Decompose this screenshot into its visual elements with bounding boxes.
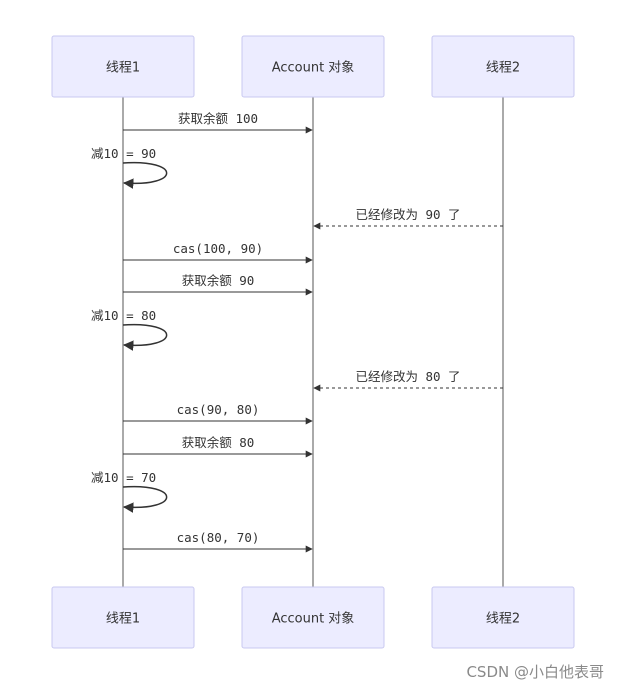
message-4: cas(100, 90) bbox=[123, 241, 313, 264]
message-11: cas(80, 70) bbox=[123, 530, 313, 553]
actor-acc-bottom: Account 对象 bbox=[241, 586, 385, 649]
actor-acc-top: Account 对象 bbox=[241, 35, 385, 98]
message-2: 减10 = 90 bbox=[91, 146, 168, 189]
message-8: cas(90, 80) bbox=[123, 402, 313, 425]
self-message-label: 减10 = 80 bbox=[91, 308, 156, 323]
actor-box bbox=[51, 586, 195, 649]
actors-bottom: 线程1 Account 对象 线程2 bbox=[51, 586, 575, 649]
self-message-label: 减10 = 90 bbox=[91, 146, 156, 161]
message-10: 减10 = 70 bbox=[91, 470, 168, 513]
actor-label: 线程2 bbox=[486, 612, 520, 627]
actor-label: Account 对象 bbox=[272, 612, 355, 627]
message-5: 获取余额 90 bbox=[123, 273, 313, 296]
self-loop-arrow bbox=[122, 161, 168, 189]
actor-t2-bottom: 线程2 bbox=[431, 586, 575, 649]
message-label: 已经修改为 90 了 bbox=[355, 207, 460, 222]
message-label: cas(80, 70) bbox=[177, 530, 260, 545]
self-message-label: 减10 = 70 bbox=[91, 470, 156, 485]
actor-t2-top: 线程2 bbox=[431, 35, 575, 98]
message-label: 获取余额 80 bbox=[182, 435, 255, 450]
self-loop-arrow bbox=[122, 323, 168, 351]
actor-t1-bottom: 线程1 bbox=[51, 586, 195, 649]
watermark: CSDN @小白他表哥 bbox=[466, 663, 604, 681]
self-loop-arrow bbox=[122, 485, 168, 513]
actor-label: 线程2 bbox=[486, 61, 520, 76]
message-1: 获取余额 100 bbox=[123, 111, 313, 134]
message-label: 获取余额 90 bbox=[182, 273, 255, 288]
message-label: 已经修改为 80 了 bbox=[355, 369, 460, 384]
message-label: cas(90, 80) bbox=[177, 402, 260, 417]
message-6: 减10 = 80 bbox=[91, 308, 168, 351]
message-9: 获取余额 80 bbox=[123, 435, 313, 458]
actors-top: 线程1 Account 对象 线程2 bbox=[51, 35, 575, 98]
messages: 获取余额 100 减10 = 90 已经修改为 90 了 cas(100, 90) 获取… bbox=[91, 111, 503, 553]
message-label: 获取余额 100 bbox=[178, 111, 258, 126]
message-7: 已经修改为 80 了 bbox=[313, 369, 503, 392]
lifelines bbox=[122, 97, 504, 587]
actor-box bbox=[241, 35, 385, 98]
actor-box bbox=[431, 586, 575, 649]
actor-label: Account 对象 bbox=[272, 61, 355, 76]
actor-t1-top: 线程1 bbox=[51, 35, 195, 98]
message-3: 已经修改为 90 了 bbox=[313, 207, 503, 230]
actor-label: 线程1 bbox=[106, 61, 140, 76]
message-label: cas(100, 90) bbox=[173, 241, 263, 256]
actor-box bbox=[431, 35, 575, 98]
actor-box bbox=[51, 35, 195, 98]
actor-box bbox=[241, 586, 385, 649]
actor-label: 线程1 bbox=[106, 612, 140, 627]
